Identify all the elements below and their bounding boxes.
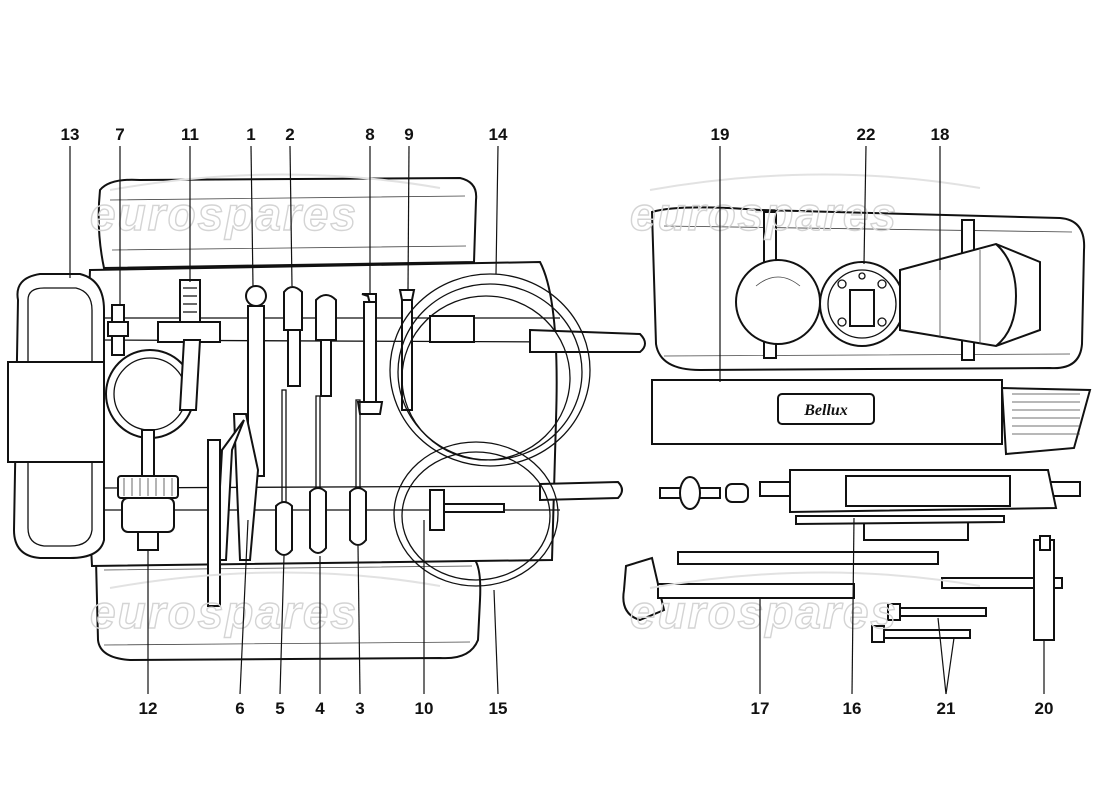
callout-5: 5 xyxy=(275,699,284,718)
callout-17: 17 xyxy=(751,699,770,718)
lamp-reflector xyxy=(735,259,821,345)
callout-14: 14 xyxy=(489,125,508,144)
callout-15: 15 xyxy=(489,699,508,718)
callout-11: 11 xyxy=(181,125,199,144)
tool-12-knob xyxy=(117,429,179,551)
tool-1-spanner xyxy=(245,285,267,477)
callout-7: 7 xyxy=(115,125,124,144)
callout-13: 13 xyxy=(61,125,80,144)
callout-20: 20 xyxy=(1035,699,1054,718)
callout-3: 3 xyxy=(355,699,364,718)
bellux-label: Bellux xyxy=(803,402,848,419)
watermark-text: eurospares xyxy=(90,188,358,240)
tool-15-coil xyxy=(393,441,559,587)
leader-lines xyxy=(69,145,1045,695)
watermark-text: eurospares xyxy=(630,586,898,638)
callout-2: 2 xyxy=(285,125,294,144)
tool-14-coil xyxy=(389,273,591,467)
tool-4-screwdriver xyxy=(309,395,327,554)
tool-10-pin xyxy=(429,489,505,531)
callout-19: 19 xyxy=(711,125,730,144)
watermark-text: eurospares xyxy=(90,586,358,638)
tool-21-bolts xyxy=(871,577,1063,643)
tool-socket-extra xyxy=(315,294,337,397)
callout-21: 21 xyxy=(937,699,956,718)
callout-18: 18 xyxy=(931,125,950,144)
watermark-text: eurospares xyxy=(630,188,898,240)
tool-17-hammer xyxy=(622,551,939,622)
callout-10: 10 xyxy=(415,699,434,718)
tool-pouch: Bellux xyxy=(622,206,1092,643)
tool-roll xyxy=(7,176,646,662)
callout-1: 1 xyxy=(246,125,255,144)
tool-22-gauge xyxy=(819,261,905,347)
callout-16: 16 xyxy=(843,699,862,718)
tool-19-lamp-box: Bellux xyxy=(651,379,1092,456)
tool-5-screwdriver xyxy=(275,389,293,556)
tool-7-pin xyxy=(107,304,129,356)
callout-9: 9 xyxy=(404,125,413,144)
callout-8: 8 xyxy=(365,125,374,144)
tool-16-jack xyxy=(659,469,1081,541)
callout-4: 4 xyxy=(315,699,325,718)
callout-22: 22 xyxy=(857,125,876,144)
callout-12: 12 xyxy=(139,699,158,718)
tool-18-funnel xyxy=(899,242,1041,348)
tool-6-pliers xyxy=(207,413,260,607)
tool-3-screwdriver xyxy=(349,399,367,546)
tool-2-socket xyxy=(283,286,303,387)
callout-numbers: 13 7 11 1 2 8 9 14 19 22 18 12 6 5 4 3 1… xyxy=(61,125,1054,718)
tool-20-tbar xyxy=(1033,535,1055,641)
callout-6: 6 xyxy=(235,699,244,718)
watermarks: eurospares eurospares eurospares eurospa… xyxy=(89,173,981,639)
tool-8-wrench xyxy=(356,293,384,415)
